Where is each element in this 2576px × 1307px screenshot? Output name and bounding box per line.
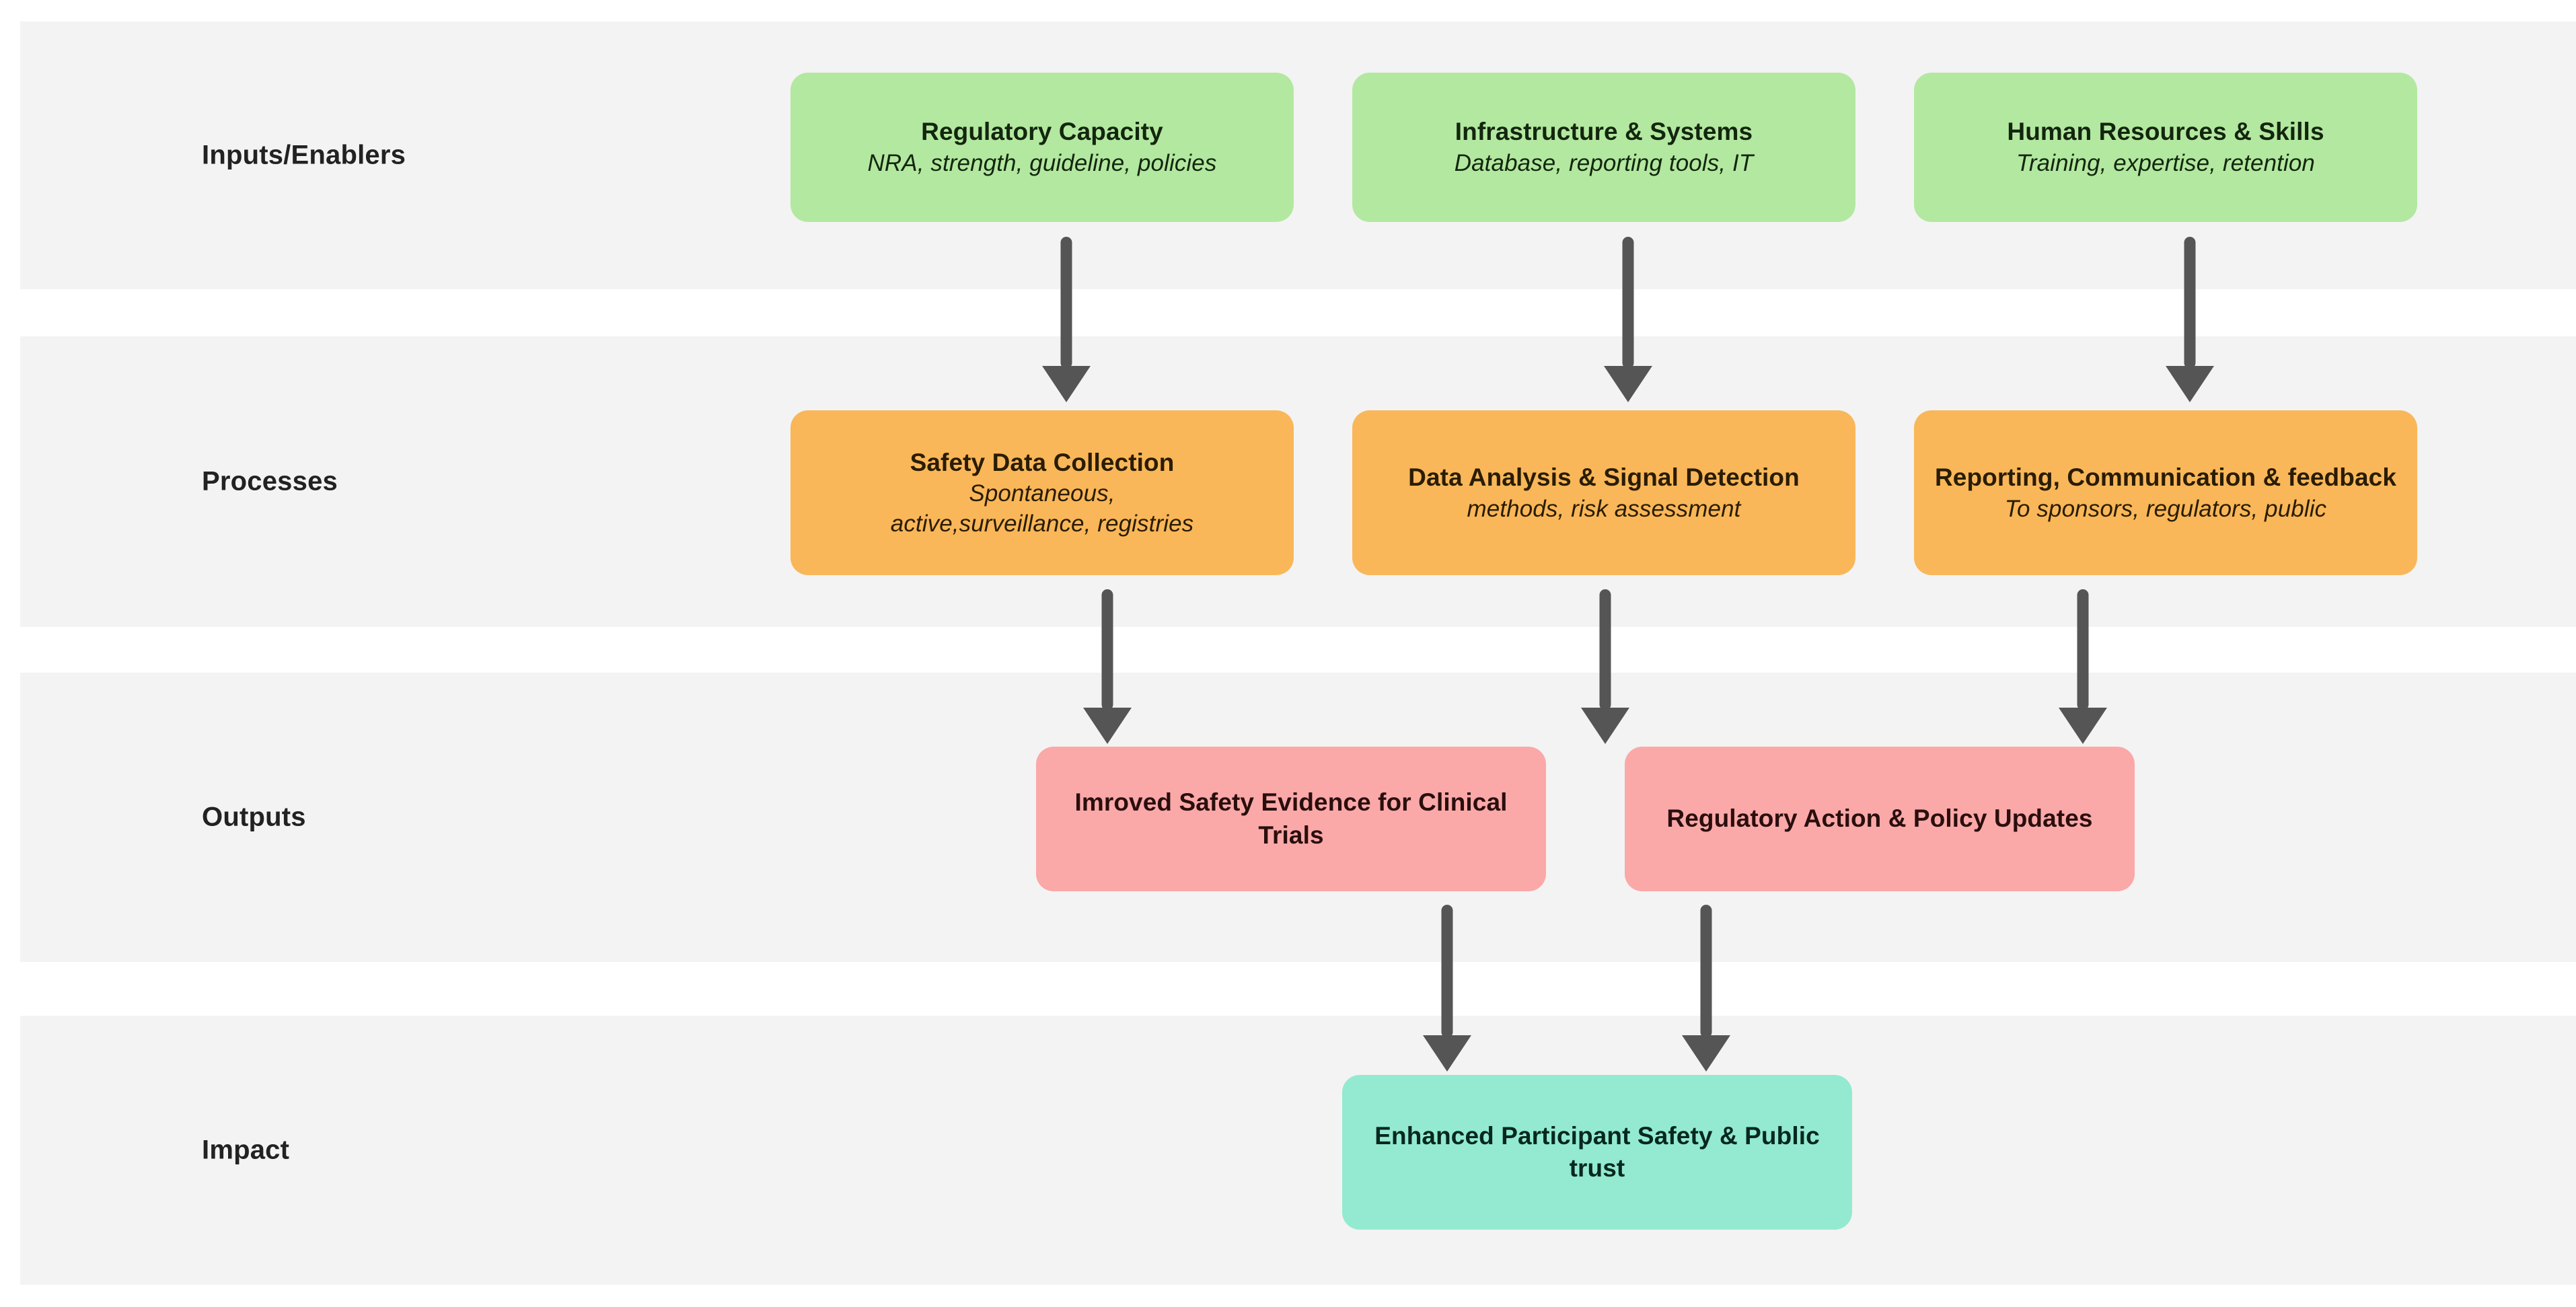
node-subtitle-line-2: active,surveillance, registries [890,510,1194,537]
node-enhanced-participant-safety[interactable]: Enhanced Participant Safety & Public tru… [1342,1075,1852,1230]
node-subtitle: NRA, strength, guideline, policies [867,150,1217,177]
arrow-shaft [1622,237,1634,369]
node-subtitle: To sponsors, regulators, public [2004,495,2327,522]
arrow-shaft [1441,905,1453,1038]
arrow-head [1682,1035,1730,1072]
arrow-shaft [2184,237,2196,369]
arrow-head [1423,1035,1471,1072]
node-title: Data Analysis & Signal Detection [1408,463,1800,491]
arrow-shaft [1599,589,1611,710]
node-subtitle-line-1: Spontaneous, [969,480,1115,507]
swimlane-band-impact [20,1016,2576,1285]
node-title: Enhanced Participant Safety & Public tru… [1374,1121,1820,1182]
arrow-down-icon-policy-to-impact [1682,905,1730,1073]
node-title: Regulatory Action & Policy Updates [1666,805,2093,833]
row-label-processes: Processes [202,466,338,496]
node-title: Safety Data Collection [910,449,1175,477]
arrow-shaft [2077,589,2089,710]
node-subtitle: Database, reporting tools, IT [1454,150,1754,177]
node-subtitle: Training, expertise, retention [2016,150,2315,177]
node-improved-safety-evidence[interactable]: Imroved Safety Evidence for Clinical Tri… [1036,747,1546,891]
arrow-down-icon-collection-to-evidence [1083,589,1132,745]
arrow-head [2166,366,2214,402]
arrow-down-icon-hr-to-reporting [2166,237,2214,404]
arrow-down-icon-infrastructure-to-analysis [1604,237,1652,404]
arrow-head [1604,366,1652,402]
node-reporting-communication-feedback[interactable]: Reporting, Communication & feedback To s… [1914,410,2417,575]
node-title: Imroved Safety Evidence for Clinical Tri… [1074,788,1508,849]
arrow-shaft [1101,589,1113,710]
row-label-outputs: Outputs [202,802,306,832]
node-title: Infrastructure & Systems [1455,118,1753,146]
node-data-analysis-signal-detection[interactable]: Data Analysis & Signal Detection methods… [1352,410,1855,575]
row-label-inputs-enablers: Inputs/Enablers [202,140,406,170]
node-title: Reporting, Communication & feedback [1934,463,2396,491]
arrow-down-icon-reporting-to-regulatory-action [2059,589,2107,745]
arrow-shaft [1060,237,1072,369]
node-regulatory-action-policy-updates[interactable]: Regulatory Action & Policy Updates [1625,747,2135,891]
node-regulatory-capacity[interactable]: Regulatory Capacity NRA, strength, guide… [790,73,1294,222]
arrow-down-icon-regulatory-to-collection [1042,237,1091,404]
node-title: Regulatory Capacity [921,118,1163,146]
arrow-head [1083,708,1132,744]
row-label-impact: Impact [202,1135,290,1165]
node-safety-data-collection[interactable]: Safety Data Collection Spontaneous, acti… [790,410,1294,575]
node-human-resources-skills[interactable]: Human Resources & Skills Training, exper… [1914,73,2417,222]
node-infrastructure-systems[interactable]: Infrastructure & Systems Database, repor… [1352,73,1855,222]
node-title: Human Resources & Skills [2007,118,2324,146]
arrow-down-icon-evidence-to-impact [1423,905,1471,1073]
arrow-head [1042,366,1091,402]
arrow-head [2059,708,2107,744]
arrow-down-icon-analysis-to-evidence [1581,589,1629,745]
arrow-shaft [1700,905,1712,1038]
arrow-head [1581,708,1629,744]
node-subtitle: methods, risk assessment [1467,495,1741,522]
